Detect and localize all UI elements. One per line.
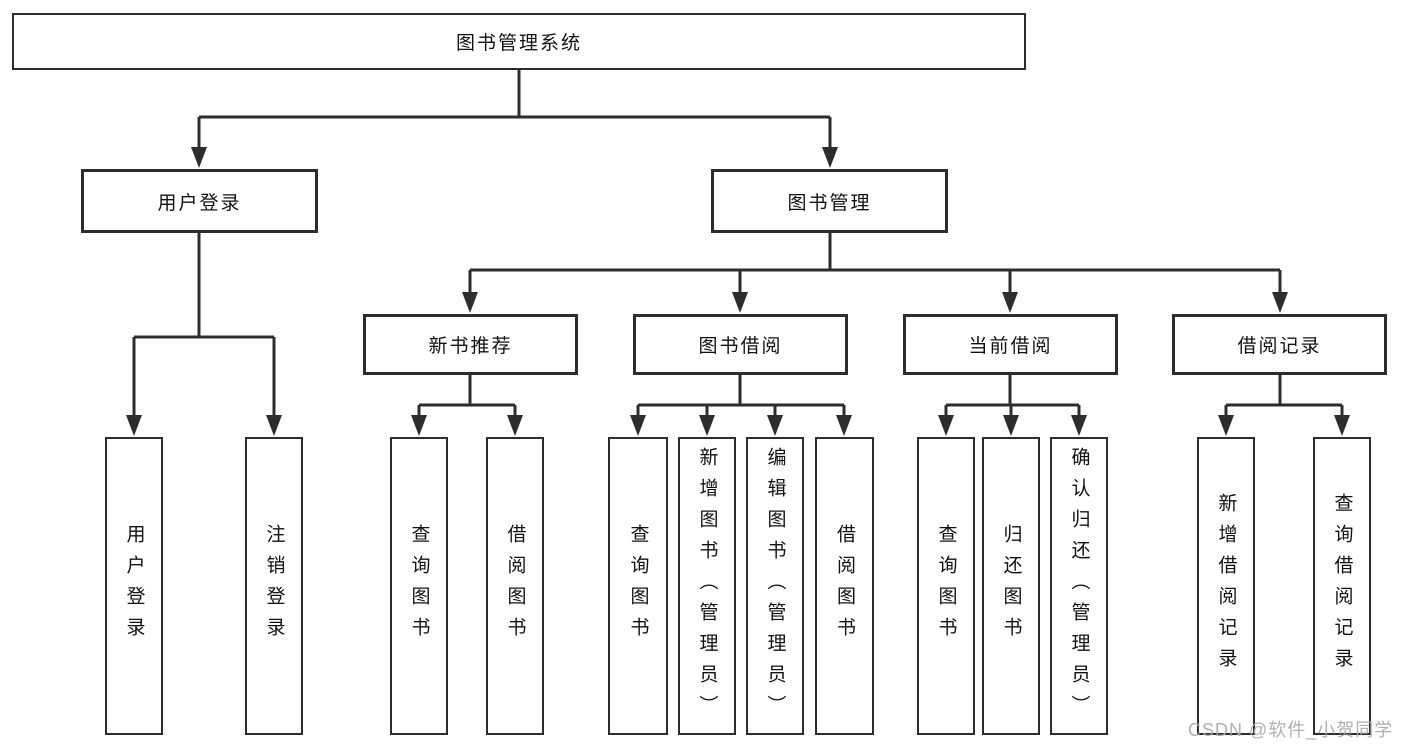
leaf-borrow-books: 借阅图书 — [815, 437, 874, 735]
node-label: 新增借阅记录 — [1215, 493, 1237, 679]
leaf-add-borrow-record: 新增借阅记录 — [1197, 437, 1255, 735]
leaf-edit-books-admin: 编辑图书（管理员） — [746, 437, 804, 735]
arrowhead-icon — [1334, 415, 1350, 436]
node-user-login: 用户登录 — [81, 169, 318, 233]
arrowhead-icon — [1002, 292, 1018, 313]
node-label: 借阅图书 — [504, 524, 526, 648]
arrowhead-icon — [938, 415, 954, 436]
node-label: 用户登录 — [157, 192, 242, 214]
connector-borrow-records-to-leaves — [1218, 375, 1350, 436]
arrowhead-icon — [507, 415, 523, 436]
arrowhead-icon — [767, 415, 783, 436]
node-label: 确认归还（管理员） — [1068, 446, 1090, 726]
leaf-logout: 注销登录 — [245, 437, 303, 735]
node-label: 注销登录 — [263, 524, 285, 648]
arrowhead-icon — [462, 292, 478, 313]
node-label: 当前借阅 — [968, 336, 1053, 357]
connector-root-to-level2 — [191, 70, 838, 168]
node-current-borrow: 当前借阅 — [903, 314, 1118, 375]
leaf-query-books-recommend: 查询图书 — [390, 437, 448, 735]
arrowhead-icon — [1272, 292, 1288, 313]
node-label: 借阅图书 — [834, 524, 855, 648]
node-label: 查询图书 — [627, 524, 649, 648]
node-book-borrow: 图书借阅 — [633, 314, 848, 375]
arrowhead-icon — [411, 415, 427, 436]
arrowhead-icon — [1218, 415, 1234, 436]
node-label: 新书推荐 — [428, 336, 513, 357]
leaf-confirm-return-admin: 确认归还（管理员） — [1050, 437, 1108, 735]
leaf-return-books: 归还图书 — [982, 437, 1040, 735]
connector-current-borrow-to-leaves — [938, 375, 1087, 436]
node-label: 图书管理系统 — [455, 33, 582, 54]
leaf-add-books-admin: 新增图书（管理员） — [678, 437, 736, 735]
arrowhead-icon — [266, 415, 282, 436]
connector-book-borrow-to-leaves — [630, 375, 852, 436]
leaf-user-login: 用户登录 — [105, 437, 163, 735]
node-label: 借阅记录 — [1237, 336, 1322, 357]
arrowhead-icon — [1003, 415, 1019, 436]
node-root-library-management-system: 图书管理系统 — [12, 13, 1026, 70]
leaf-query-books-borrow: 查询图书 — [608, 437, 668, 735]
node-label: 查询图书 — [408, 524, 430, 648]
node-label: 新增图书（管理员） — [696, 446, 718, 726]
node-label: 图书管理 — [787, 192, 872, 214]
node-label: 图书借阅 — [698, 336, 783, 357]
connector-book-management-to-level3 — [462, 233, 1288, 313]
node-borrow-records: 借阅记录 — [1172, 314, 1387, 375]
arrowhead-icon — [126, 415, 142, 436]
node-label: 编辑图书（管理员） — [764, 446, 786, 726]
connector-new-book-recommend-to-leaves — [411, 375, 523, 436]
node-label: 查询借阅记录 — [1331, 493, 1353, 679]
leaf-query-books-current: 查询图书 — [917, 437, 975, 735]
arrowhead-icon — [699, 415, 715, 436]
leaf-borrow-books-recommend: 借阅图书 — [486, 437, 544, 735]
leaf-query-borrow-record: 查询借阅记录 — [1313, 437, 1371, 735]
csdn-watermark: CSDN @软件_小贺同学 — [1188, 720, 1394, 740]
node-label: 用户登录 — [123, 524, 145, 648]
node-label: 归还图书 — [1000, 524, 1022, 648]
arrowhead-icon — [630, 415, 646, 436]
arrowhead-icon — [191, 147, 207, 168]
arrowhead-icon — [1071, 415, 1087, 436]
node-label: 查询图书 — [935, 524, 957, 648]
node-book-management: 图书管理 — [711, 169, 948, 233]
arrowhead-icon — [732, 292, 748, 313]
connector-user-login-to-leaves — [126, 233, 282, 436]
arrowhead-icon — [836, 415, 852, 436]
arrowhead-icon — [822, 147, 838, 168]
node-new-book-recommend: 新书推荐 — [363, 314, 578, 375]
